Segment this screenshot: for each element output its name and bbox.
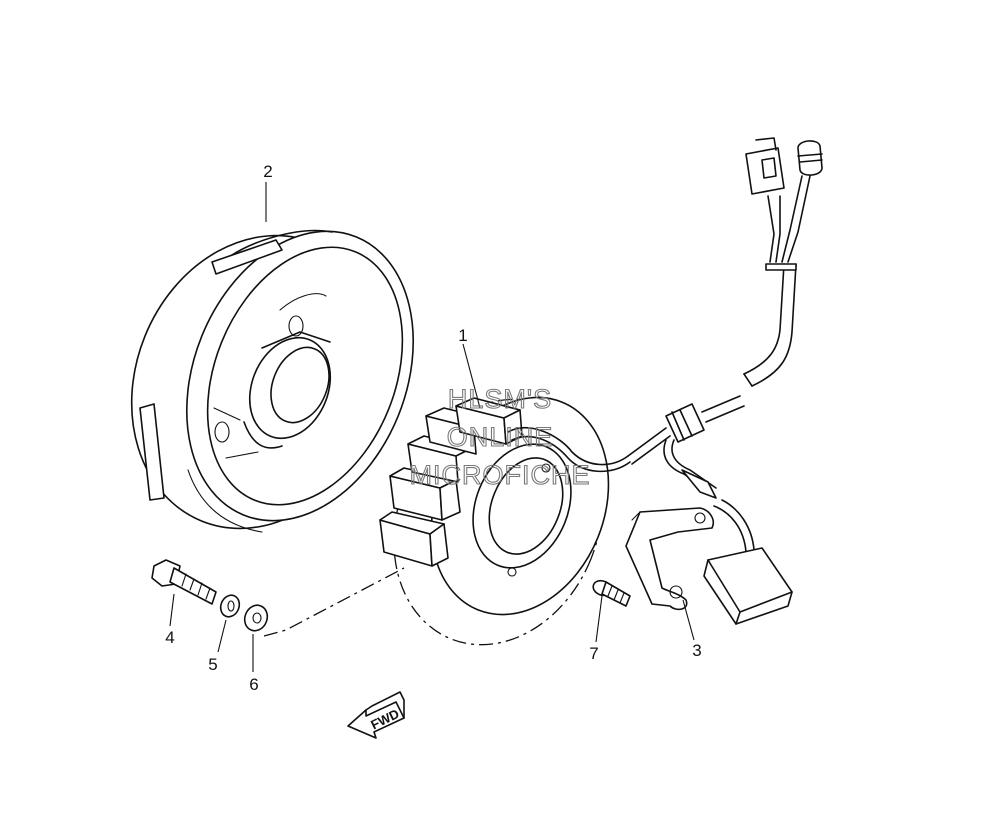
fwd-label: FWD: [368, 706, 401, 732]
callout-bracket: 3: [692, 641, 701, 660]
coupler-connector-square: [745, 137, 785, 195]
coupler-connector-round: [797, 140, 823, 176]
washer-large: [243, 604, 269, 632]
washer-small: [219, 594, 241, 618]
bracket: [625, 507, 715, 611]
callout-stator: 1: [458, 326, 467, 345]
bolt-flywheel: [151, 559, 217, 605]
stator-coils: [379, 397, 523, 567]
watermark: HLSM'S ONLINE MICROFICHE: [409, 383, 591, 490]
pickup-sensor: [703, 547, 793, 625]
fwd-direction-arrow: FWD: [347, 691, 405, 739]
watermark-line-1: HLSM'S: [448, 384, 552, 414]
callout-screw: 7: [589, 644, 598, 663]
callout-washer-large: 6: [249, 675, 258, 694]
stator-assembly: [379, 137, 823, 646]
screw-bracket: [592, 579, 631, 607]
rotor-flywheel: [130, 229, 415, 533]
leader-lines: [169, 182, 695, 672]
callout-rotor: 2: [263, 162, 272, 181]
watermark-line-3: MICROFICHE: [410, 460, 591, 490]
alignment-line: [263, 567, 405, 637]
callout-washer-small: 5: [208, 655, 217, 674]
watermark-line-2: ONLINE: [447, 422, 554, 452]
callout-bolt: 4: [165, 628, 174, 647]
